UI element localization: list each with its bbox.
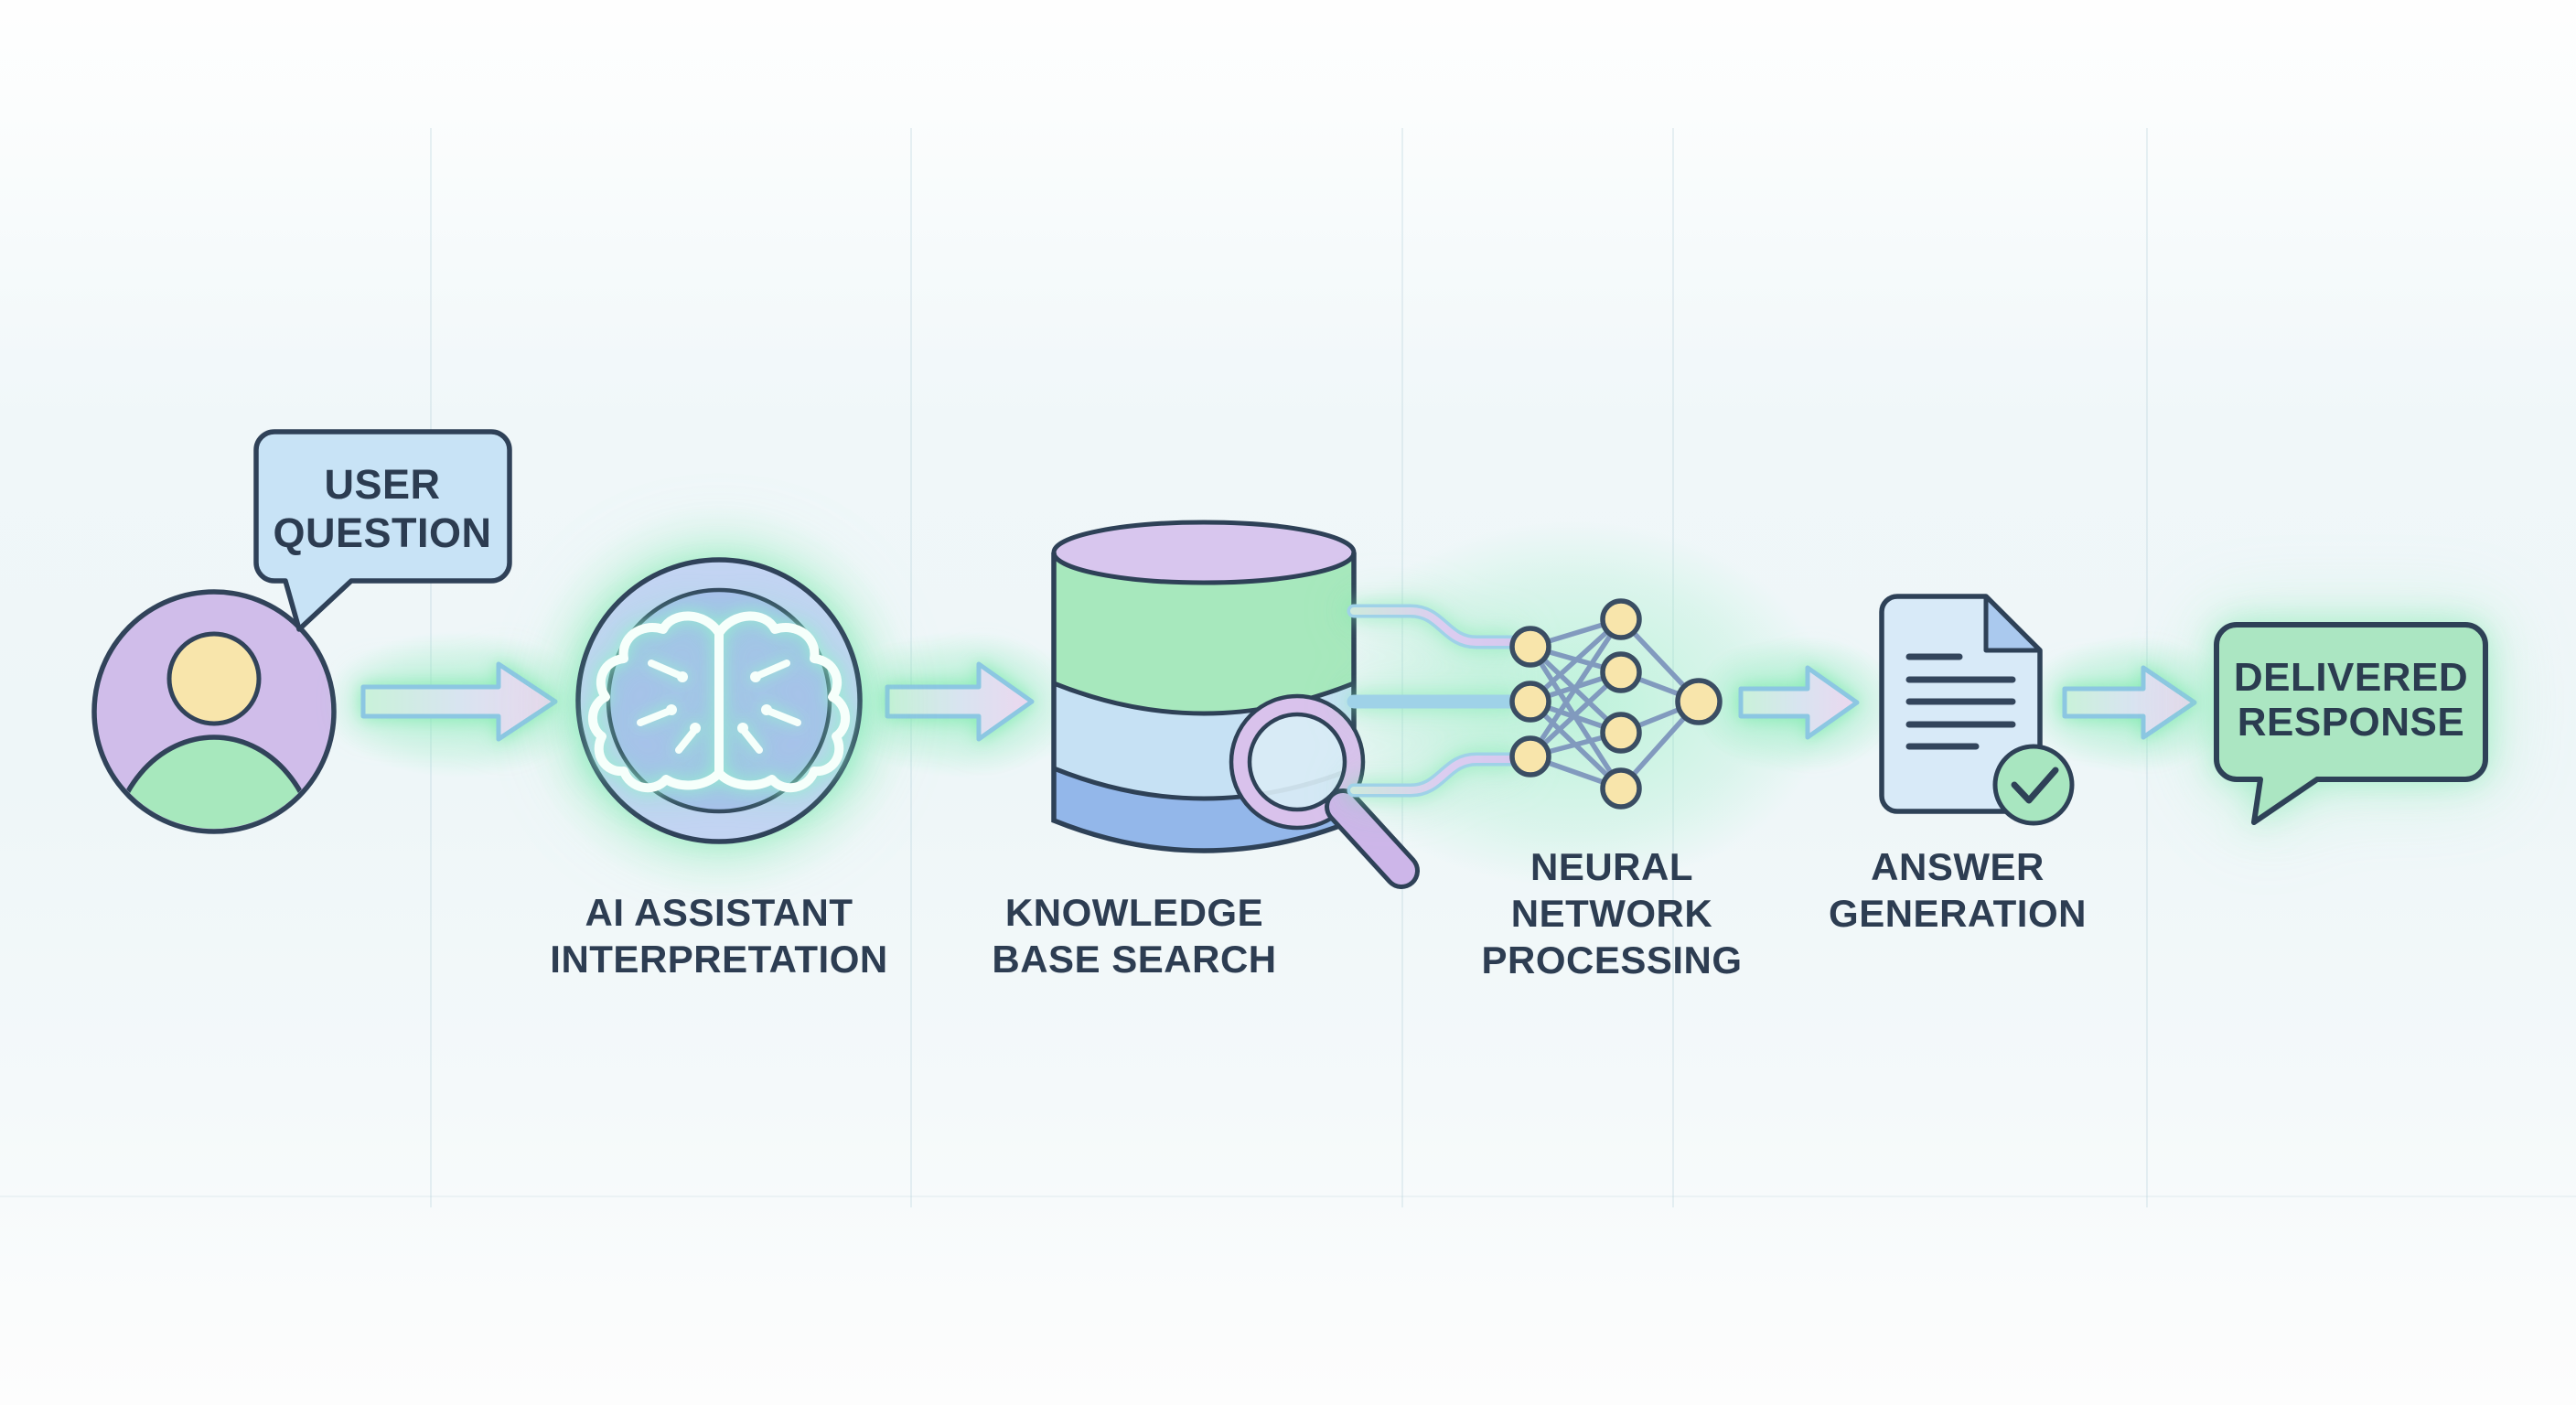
checkmark-icon bbox=[1992, 744, 2075, 826]
neural-network-label: NEURAL NETWORK PROCESSING bbox=[1481, 845, 1743, 981]
nn-hidden-node bbox=[1600, 598, 1642, 640]
neural-network-icon bbox=[1509, 598, 1723, 810]
knowledge-base-label: KNOWLEDGE BASE SEARCH bbox=[992, 891, 1277, 981]
user-question-label: USER QUESTION bbox=[273, 461, 492, 556]
database-magnifier-icon bbox=[1051, 520, 1420, 889]
flow-arrow-answer-to-response bbox=[2062, 665, 2197, 740]
nn-input-node bbox=[1509, 681, 1551, 723]
nn-hidden-node bbox=[1600, 712, 1642, 754]
flow-arrow-nn-to-answer bbox=[1738, 665, 1860, 740]
background-seam bbox=[0, 1196, 2576, 1197]
nn-hidden-node bbox=[1600, 767, 1642, 810]
ai-assistant-label: AI ASSISTANT INTERPRETATION bbox=[550, 891, 888, 981]
flow-arrow-user-to-ai bbox=[360, 661, 558, 742]
circuit-wires bbox=[1347, 604, 1519, 798]
nn-output-node bbox=[1675, 678, 1723, 725]
brain-circuit-icon bbox=[575, 557, 863, 844]
nn-hidden-node bbox=[1600, 651, 1642, 693]
document-text-lines bbox=[1905, 653, 2016, 750]
delivered-response-bubble bbox=[2214, 622, 2488, 825]
magnifier-icon bbox=[1229, 693, 1420, 889]
document-check-icon bbox=[1879, 594, 2075, 826]
nn-input-node bbox=[1509, 626, 1551, 668]
glow-halo bbox=[1317, 521, 1830, 887]
user-avatar-icon bbox=[91, 589, 337, 834]
delivered-response-label: DELIVERED RESPONSE bbox=[2233, 655, 2469, 745]
answer-generation-label: ANSWER GENERATION bbox=[1829, 845, 2087, 935]
user-question-bubble bbox=[253, 429, 512, 632]
flow-arrow-ai-to-kb bbox=[885, 661, 1035, 742]
nn-input-node bbox=[1509, 735, 1551, 778]
